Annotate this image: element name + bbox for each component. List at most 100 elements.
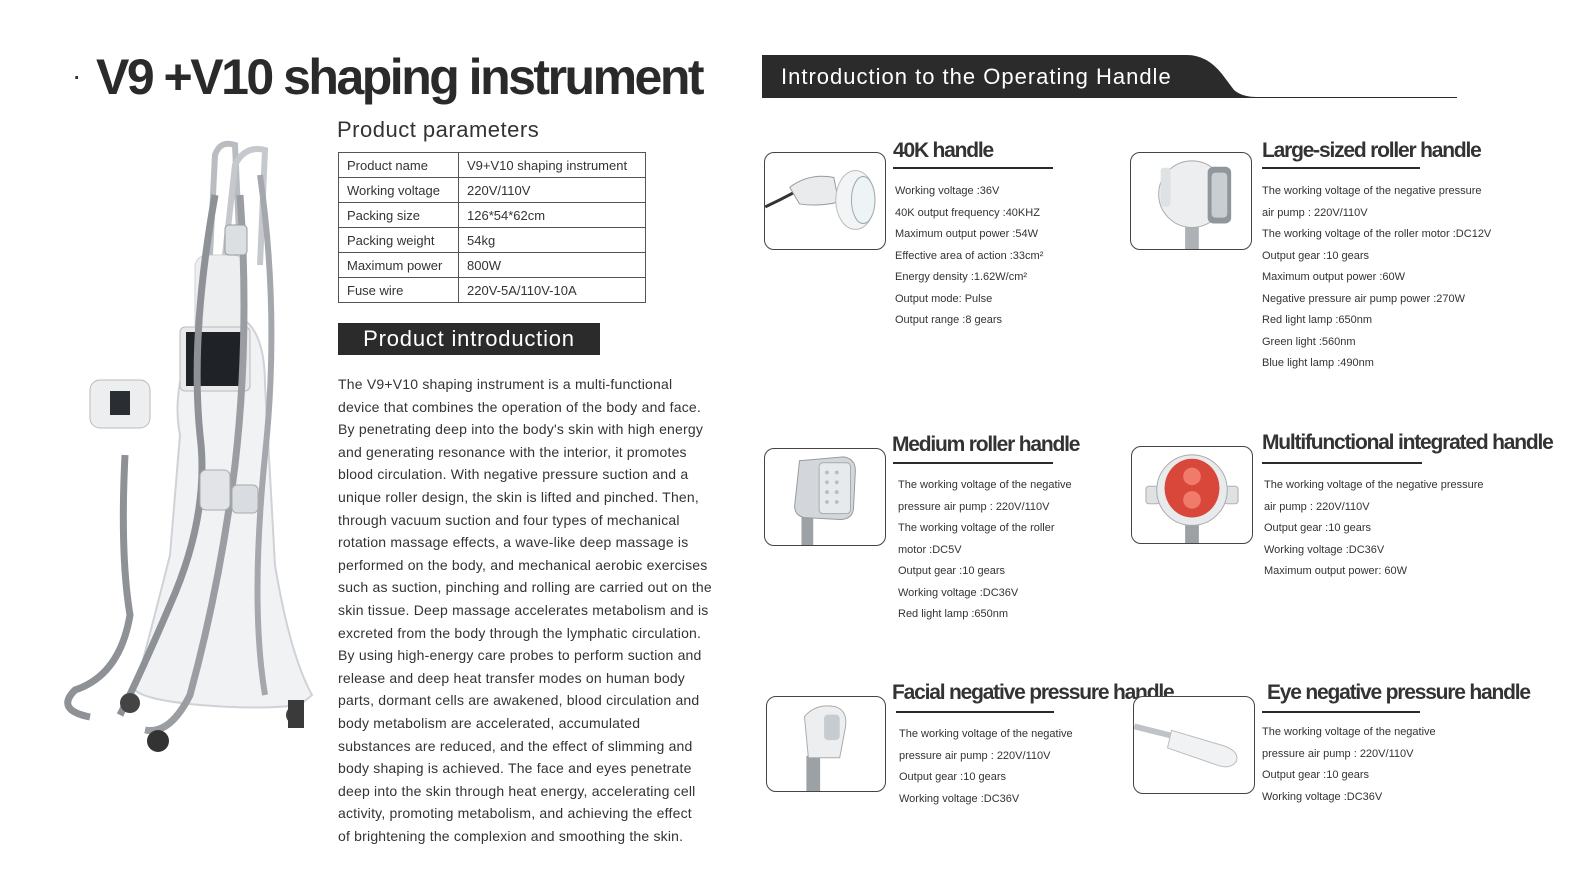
- param-label: Packing size: [338, 202, 459, 228]
- param-label: Product name: [338, 152, 459, 178]
- spec-list-multifunctional: The working voltage of the negative pres…: [1264, 475, 1484, 583]
- handle-title-eye: Eye negative pressure handle: [1267, 681, 1531, 704]
- handle-image-facial: [766, 696, 886, 792]
- spec-item: Output mode: Pulse: [895, 292, 993, 305]
- spec-item: The working voltage of the negative: [899, 728, 1073, 740]
- intro-line: rotation massage effects, a wave-like de…: [338, 534, 689, 551]
- intro-line: unique roller design, the skin is lifted…: [338, 488, 699, 505]
- section-heading: Introduction to the Operating Handle: [781, 64, 1172, 89]
- intro-line: device that combines the operation of th…: [338, 398, 701, 415]
- intro-line: excreted from the body through the lymph…: [338, 624, 702, 641]
- intro-line: and generating resonance with the interi…: [338, 443, 687, 460]
- spec-item: Working voltage :DC36V: [1264, 543, 1385, 556]
- intro-line: skin tissue. Deep massage accelerates me…: [338, 601, 709, 618]
- param-label: Fuse wire: [338, 277, 459, 303]
- intro-line: of brightening the complexion and smooth…: [338, 827, 684, 844]
- table-row: Fuse wire 220V-5A/110V-10A: [338, 277, 646, 303]
- handle-title-rule: [1262, 711, 1420, 713]
- spec-item: Green light :560nm: [1262, 335, 1356, 348]
- spec-item: Working voltage :DC36V: [898, 586, 1019, 599]
- spec-item: The working voltage of the negative pres…: [1264, 479, 1484, 491]
- spec-item: 40K output frequency :40KHZ: [895, 206, 1040, 219]
- intro-paragraph: The V9+V10 shaping instrument is a multi…: [338, 373, 738, 847]
- spec-item: Working voltage :DC36V: [899, 792, 1020, 805]
- params-table: Product name V9+V10 shaping instrument W…: [338, 152, 646, 303]
- handle-title-rule: [893, 167, 1053, 169]
- spec-item: Maximum output power :54W: [895, 228, 1039, 240]
- spec-item: Output gear :10 gears: [899, 771, 1007, 783]
- param-value: 220V/110V: [458, 177, 646, 203]
- section-banner: [762, 55, 1457, 98]
- spec-item: Output gear :10 gears: [898, 565, 1006, 577]
- spec-item: Red light lamp :650nm: [1262, 314, 1373, 326]
- spec-item: The working voltage of the roller motor …: [1262, 228, 1492, 240]
- param-value: 220V-5A/110V-10A: [458, 277, 646, 303]
- spec-item: Output gear :10 gears: [1262, 249, 1370, 262]
- spec-item: Maximum output power :60W: [1262, 271, 1406, 283]
- intro-line: such as suction, pinching and rolling ar…: [338, 579, 712, 596]
- spec-item: pressure air pump : 220V/110V: [899, 749, 1051, 762]
- handle-title-rule: [896, 711, 1054, 713]
- spec-item: Effective area of action :33cm²: [895, 249, 1044, 262]
- handle-title-rule: [1262, 462, 1422, 464]
- intro-line: release and deep heat transfer modes on …: [338, 669, 686, 686]
- spec-item: Output gear :10 gears: [1264, 522, 1372, 534]
- intro-line: body metabolism are accelerated, accumul…: [338, 714, 641, 731]
- intro-line: deep into the skin through heat energy, …: [338, 782, 696, 799]
- spec-list-large-roller: The working voltage of the negative pres…: [1262, 181, 1491, 375]
- intro-line: parts, dormant cells are awakened, blood…: [338, 692, 700, 709]
- param-label: Maximum power: [338, 252, 459, 278]
- handle-title-multifunctional: Multifunctional integrated handle: [1262, 431, 1554, 454]
- table-row: Working voltage 220V/110V: [338, 177, 646, 203]
- spec-list-eye: The working voltage of the negative pres…: [1262, 722, 1436, 808]
- spec-item: The working voltage of the negative: [1262, 726, 1436, 738]
- spec-item: air pump : 220V/110V: [1262, 206, 1368, 219]
- spec-item: pressure air pump : 220V/110V: [898, 500, 1050, 513]
- intro-line: activity, promoting metabolism, and achi…: [338, 805, 692, 822]
- handle-title-rule: [893, 462, 1053, 464]
- spec-list-medium-roller: The working voltage of the negative pres…: [898, 475, 1072, 626]
- spec-item: The working voltage of the roller: [898, 522, 1055, 534]
- table-row: Packing size 126*54*62cm: [338, 202, 646, 228]
- intro-line: blood circulation. With negative pressur…: [338, 466, 689, 483]
- spec-item: pressure air pump : 220V/110V: [1262, 747, 1414, 760]
- spec-item: Working voltage :DC36V: [1262, 790, 1383, 803]
- intro-heading: Product introduction: [338, 323, 600, 355]
- handle-image-40k: [764, 152, 886, 250]
- handle-image-multifunctional: [1131, 446, 1253, 544]
- machine-image: [50, 135, 330, 775]
- intro-line: performed on the body, and mechanical ae…: [338, 556, 708, 573]
- spec-list-facial: The working voltage of the negative pres…: [899, 724, 1073, 810]
- title-bullet: ·: [72, 60, 82, 91]
- intro-line: through vacuum suction and four types of…: [338, 511, 680, 528]
- param-value: V9+V10 shaping instrument: [458, 152, 646, 178]
- handle-image-large-roller: [1130, 152, 1252, 250]
- intro-line: body shaping is achieved. The face and e…: [338, 760, 692, 777]
- spec-item: Maximum output power: 60W: [1264, 565, 1408, 577]
- param-label: Working voltage: [338, 177, 459, 203]
- spec-item: Negative pressure air pump power :270W: [1262, 292, 1465, 305]
- param-value: 800W: [458, 252, 646, 278]
- intro-line: By using high-energy care probes to perf…: [338, 647, 702, 664]
- handle-title-large-roller: Large-sized roller handle: [1262, 139, 1482, 162]
- handle-image-eye: [1133, 696, 1255, 794]
- spec-item: Energy density :1.62W/cm²: [895, 271, 1028, 283]
- spec-item: motor :DC5V: [898, 543, 962, 556]
- spec-item: Working voltage :36V: [895, 185, 1000, 197]
- spec-item: Output range :8 gears: [895, 314, 1003, 326]
- page-title: V9 +V10 shaping instrument: [96, 49, 705, 105]
- handle-image-medium-roller: [764, 448, 886, 546]
- table-row: Product name V9+V10 shaping instrument: [338, 152, 646, 178]
- handle-title-rule: [1262, 167, 1420, 169]
- spec-item: Output gear :10 gears: [1262, 769, 1370, 781]
- param-value: 126*54*62cm: [458, 202, 646, 228]
- spec-list-40k: Working voltage :36V 40K output frequenc…: [895, 181, 1043, 332]
- table-row: Packing weight 54kg: [338, 227, 646, 253]
- spec-item: The working voltage of the negative pres…: [1262, 185, 1482, 197]
- intro-line: The V9+V10 shaping instrument is a multi…: [338, 376, 673, 392]
- spec-item: The working voltage of the negative: [898, 479, 1072, 491]
- spec-item: Red light lamp :650nm: [898, 608, 1009, 620]
- handle-title-medium-roller: Medium roller handle: [892, 433, 1080, 456]
- spec-item: Blue light lamp :490nm: [1262, 357, 1374, 369]
- handle-title-facial: Facial negative pressure handle: [892, 681, 1175, 704]
